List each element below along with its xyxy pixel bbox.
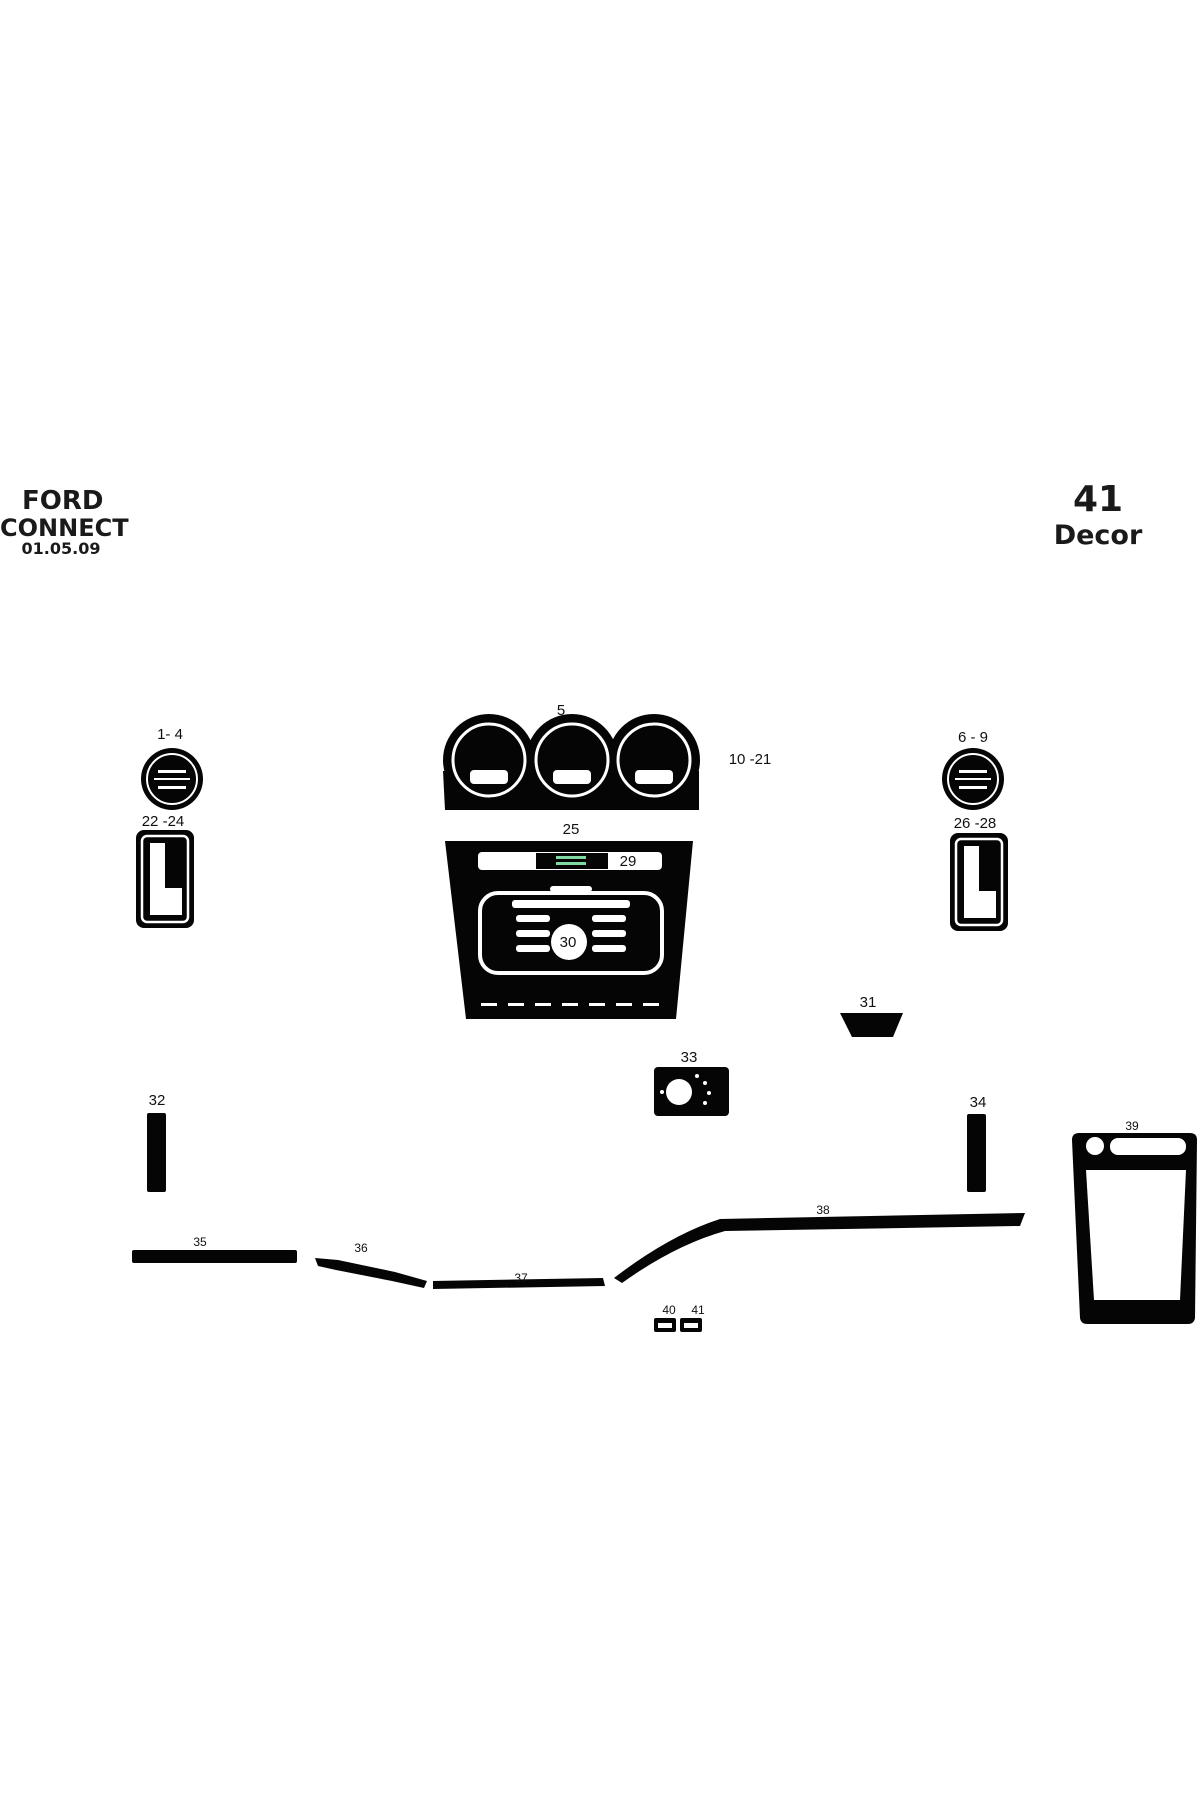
label-40: 40 bbox=[662, 1303, 676, 1317]
label-37: 37 bbox=[514, 1271, 528, 1285]
part-22-24-left-side-frame bbox=[136, 830, 194, 928]
part-35-trim-strip bbox=[132, 1250, 297, 1263]
part-25-radio-console-frame bbox=[445, 841, 693, 1019]
label-1-4: 1- 4 bbox=[157, 726, 183, 743]
part-36-trim-strip bbox=[315, 1258, 427, 1288]
label-33: 33 bbox=[681, 1049, 698, 1066]
part-40-small-piece bbox=[654, 1318, 676, 1332]
part-1-4-left-vent-ring bbox=[141, 748, 203, 810]
piece-count: 41 bbox=[1072, 479, 1124, 520]
label-25: 25 bbox=[563, 821, 580, 838]
part-34-strip bbox=[967, 1114, 986, 1192]
label-22-24: 22 -24 bbox=[142, 813, 185, 830]
part-31-trim bbox=[840, 1013, 903, 1037]
label-26-28: 26 -28 bbox=[954, 815, 997, 832]
label-6-9: 6 - 9 bbox=[958, 729, 988, 746]
brand-title: FORD bbox=[22, 486, 104, 516]
part-33-light-switch-panel bbox=[654, 1067, 729, 1116]
part-37-trim-strip bbox=[433, 1278, 605, 1289]
model-title: CONNECT bbox=[0, 514, 129, 542]
part-32-strip bbox=[147, 1113, 166, 1192]
part-26-28-right-side-frame bbox=[950, 833, 1008, 931]
label-38: 38 bbox=[816, 1203, 830, 1217]
label-35: 35 bbox=[193, 1235, 207, 1249]
part-38-trim-strip bbox=[614, 1213, 1025, 1283]
label-32: 32 bbox=[149, 1092, 166, 1109]
label-5: 5 bbox=[557, 702, 565, 719]
label-34: 34 bbox=[970, 1094, 987, 1111]
part-39-gear-surround bbox=[1072, 1133, 1197, 1324]
label-10-21: 10 -21 bbox=[729, 751, 772, 768]
label-29: 29 bbox=[620, 853, 637, 870]
label-41: 41 bbox=[691, 1303, 705, 1317]
part-41-small-piece bbox=[680, 1318, 702, 1332]
model-date: 01.05.09 bbox=[21, 539, 101, 558]
label-36: 36 bbox=[354, 1241, 368, 1255]
part-5-triple-vent-panel bbox=[443, 714, 700, 810]
label-39: 39 bbox=[1125, 1119, 1139, 1133]
label-30: 30 bbox=[560, 934, 577, 951]
label-31: 31 bbox=[860, 994, 877, 1011]
product-type: Decor bbox=[1053, 520, 1143, 551]
part-6-9-right-vent-ring bbox=[942, 748, 1004, 810]
